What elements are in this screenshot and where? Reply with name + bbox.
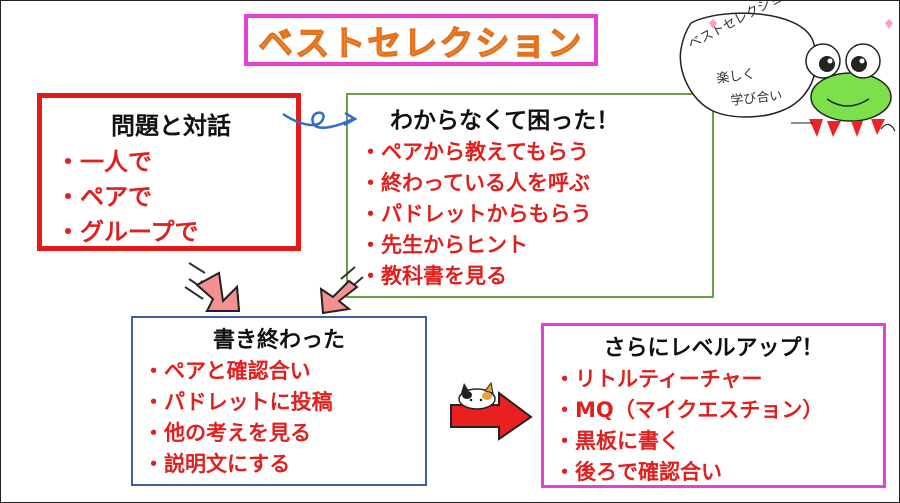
list-item: 説明文にする <box>143 449 415 480</box>
stuck-list: ペアから教えてもらう 終わっている人を呼ぶ パドレットからもらう 先生からヒント… <box>360 137 702 292</box>
right-arrow-icon <box>450 391 533 441</box>
levelup-box: さらにレベルアップ！ リトルティーチャー MQ（マイクエスチョン） 黒板に書く … <box>541 323 886 488</box>
dialogue-list: 一人で ペアで グループで <box>56 145 286 250</box>
list-item: パドレットに投稿 <box>143 387 415 418</box>
speech-bubble-icon: ベストセレクションで 楽しく 学び合い <box>679 1 817 118</box>
list-item: 一人で <box>56 145 286 180</box>
stuck-box: わからなくて困った！ ペアから教えてもらう 終わっている人を呼ぶ パドレットから… <box>346 93 714 298</box>
list-item: 教科書を見る <box>360 261 702 292</box>
frog-icon <box>709 19 896 137</box>
list-item: 他の考えを見る <box>143 418 415 449</box>
list-item: ペアから教えてもらう <box>360 137 702 168</box>
list-item: ペアで <box>56 180 286 215</box>
list-item: グループで <box>56 215 286 250</box>
finished-box: 書き終わった ペアと確認合い パドレットに投稿 他の考えを見る 説明文にする <box>131 316 427 486</box>
bubble-line-2: 楽しく <box>715 66 756 87</box>
bubble-line-3: 学び合い <box>730 88 783 109</box>
list-item: 後ろで確認合い <box>554 457 873 488</box>
dialogue-box: 問題と対話 一人で ペアで グループで <box>37 93 301 251</box>
list-item: 黒板に書く <box>554 426 873 457</box>
stuck-heading: わからなくて困った！ <box>390 108 620 134</box>
down-arrow-icon <box>319 266 364 315</box>
dialogue-heading: 問題と対話 <box>111 112 231 140</box>
cat-icon <box>458 381 496 410</box>
list-item: MQ（マイクエスチョン） <box>554 395 873 426</box>
list-item: ペアと確認合い <box>143 356 415 387</box>
finished-heading: 書き終わった <box>212 328 345 353</box>
title-box: ベストセレクション <box>244 14 598 66</box>
list-item: 先生からヒント <box>360 230 702 261</box>
down-arrow-icon <box>184 262 241 312</box>
list-item: パドレットからもらう <box>360 199 702 230</box>
slide-title: ベストセレクション <box>258 23 584 64</box>
levelup-list: リトルティーチャー MQ（マイクエスチョン） 黒板に書く 後ろで確認合い <box>554 364 873 488</box>
list-item: 終わっている人を呼ぶ <box>360 168 702 199</box>
levelup-heading: さらにレベルアップ！ <box>603 336 824 361</box>
list-item: リトルティーチャー <box>554 364 873 395</box>
finished-list: ペアと確認合い パドレットに投稿 他の考えを見る 説明文にする <box>143 356 415 480</box>
wavy-arrow-icon <box>282 111 358 129</box>
